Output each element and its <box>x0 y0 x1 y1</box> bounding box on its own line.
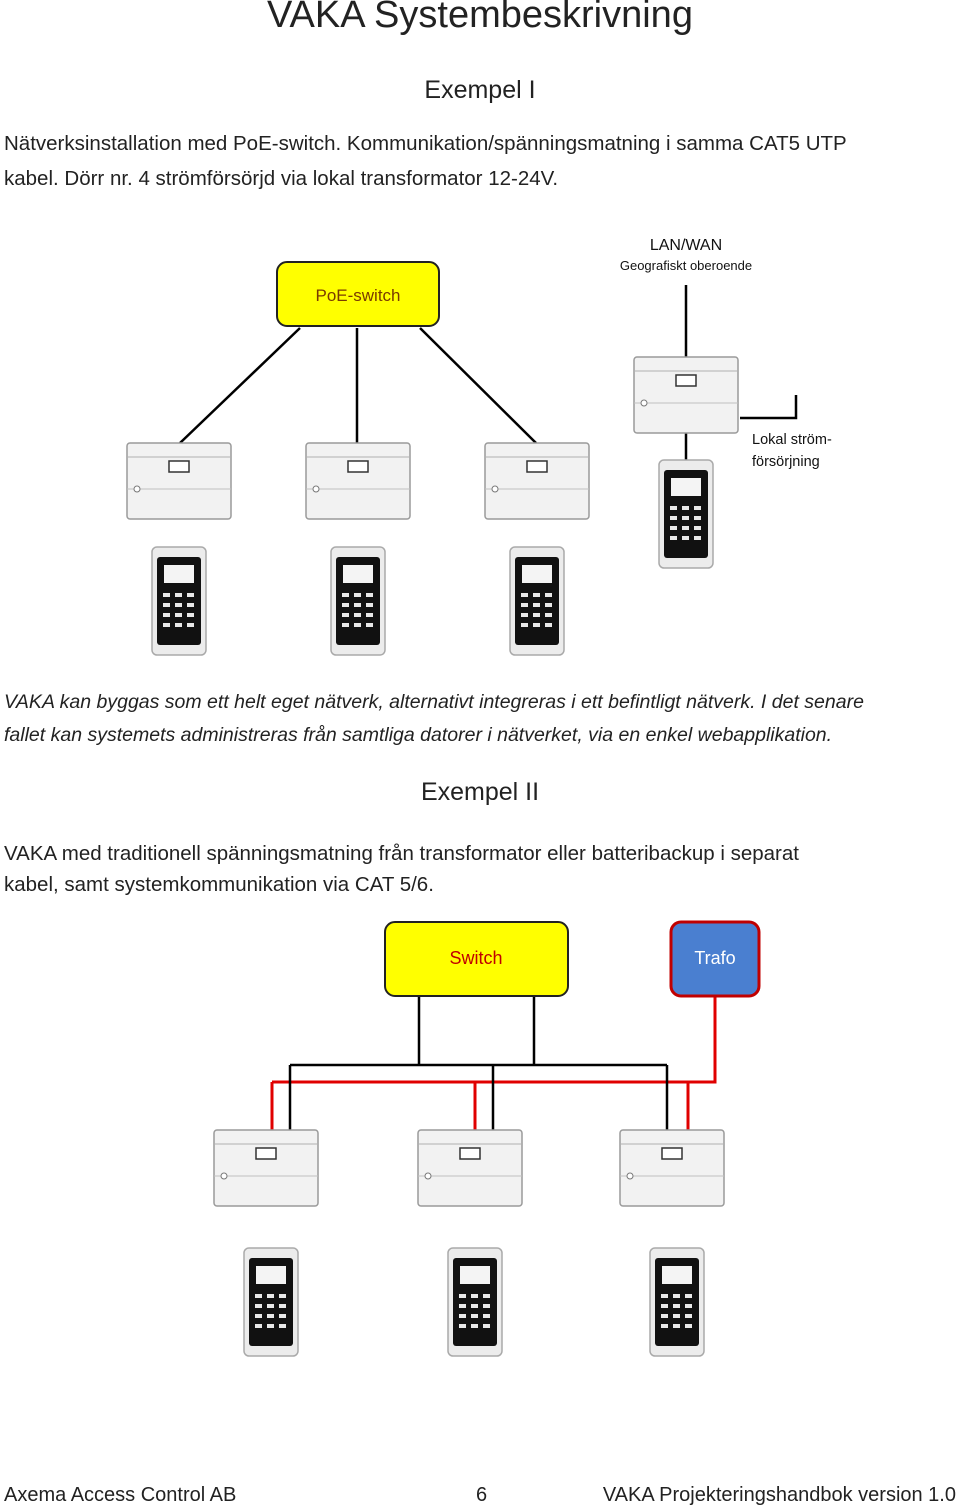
door-controller-4 <box>633 356 739 434</box>
example-2-intro-line-2: kabel, samt systemkommunikation via CAT … <box>4 873 434 896</box>
keypad-4 <box>658 459 714 569</box>
keypad-5 <box>243 1247 299 1357</box>
keypad-2 <box>330 546 386 656</box>
keypad-3 <box>509 546 565 656</box>
footer-company: Axema Access Control AB <box>4 1484 237 1506</box>
keypad-7 <box>649 1247 705 1357</box>
poe-switch-label: PoE-switch <box>315 286 400 305</box>
poe-switch-box: PoE-switch <box>276 261 440 327</box>
poe-network-diagram: PoE-switch LAN/WAN Geografiskt oberoende… <box>126 237 832 656</box>
page-title: VAKA Systembeskrivning <box>267 0 693 36</box>
example-1-heading: Exempel I <box>424 76 536 104</box>
lan-wan-sublabel: Geografiskt oberoende <box>620 258 752 273</box>
traditional-power-diagram: Switch Trafo <box>213 920 761 1357</box>
local-power-label-2: försörjning <box>752 454 820 470</box>
footer-page-number: 6 <box>476 1484 488 1506</box>
door-controller-6 <box>417 1129 523 1207</box>
keypad-1 <box>151 546 207 656</box>
switch-box: Switch <box>384 921 569 997</box>
footer-document-name: VAKA Projekteringshandbok version 1.0 <box>602 1484 956 1506</box>
local-power-label-1: Lokal ström- <box>752 432 832 448</box>
door-controller-5 <box>213 1129 319 1207</box>
switch-label: Switch <box>449 948 502 968</box>
example-2-intro-line-1: VAKA med traditionell spänningsmatning f… <box>4 842 799 865</box>
example-1-intro-line-1: Nätverksinstallation med PoE-switch. Kom… <box>4 132 847 155</box>
door-controller-2 <box>305 442 411 520</box>
keypad-6 <box>447 1247 503 1357</box>
network-note-line-2: fallet kan systemets administreras från … <box>4 724 833 746</box>
door-controller-7 <box>619 1129 725 1207</box>
trafo-label: Trafo <box>694 948 735 968</box>
lan-wan-label: LAN/WAN <box>650 237 722 254</box>
door-controller-1 <box>126 442 232 520</box>
network-note-line-1: VAKA kan byggas som ett helt eget nätver… <box>4 691 864 713</box>
example-2-heading: Exempel II <box>420 778 540 806</box>
door-controller-3 <box>484 442 590 520</box>
example-1-intro-line-2: kabel. Dörr nr. 4 strömförsörjd via loka… <box>4 167 559 190</box>
trafo-box: Trafo <box>669 920 761 998</box>
